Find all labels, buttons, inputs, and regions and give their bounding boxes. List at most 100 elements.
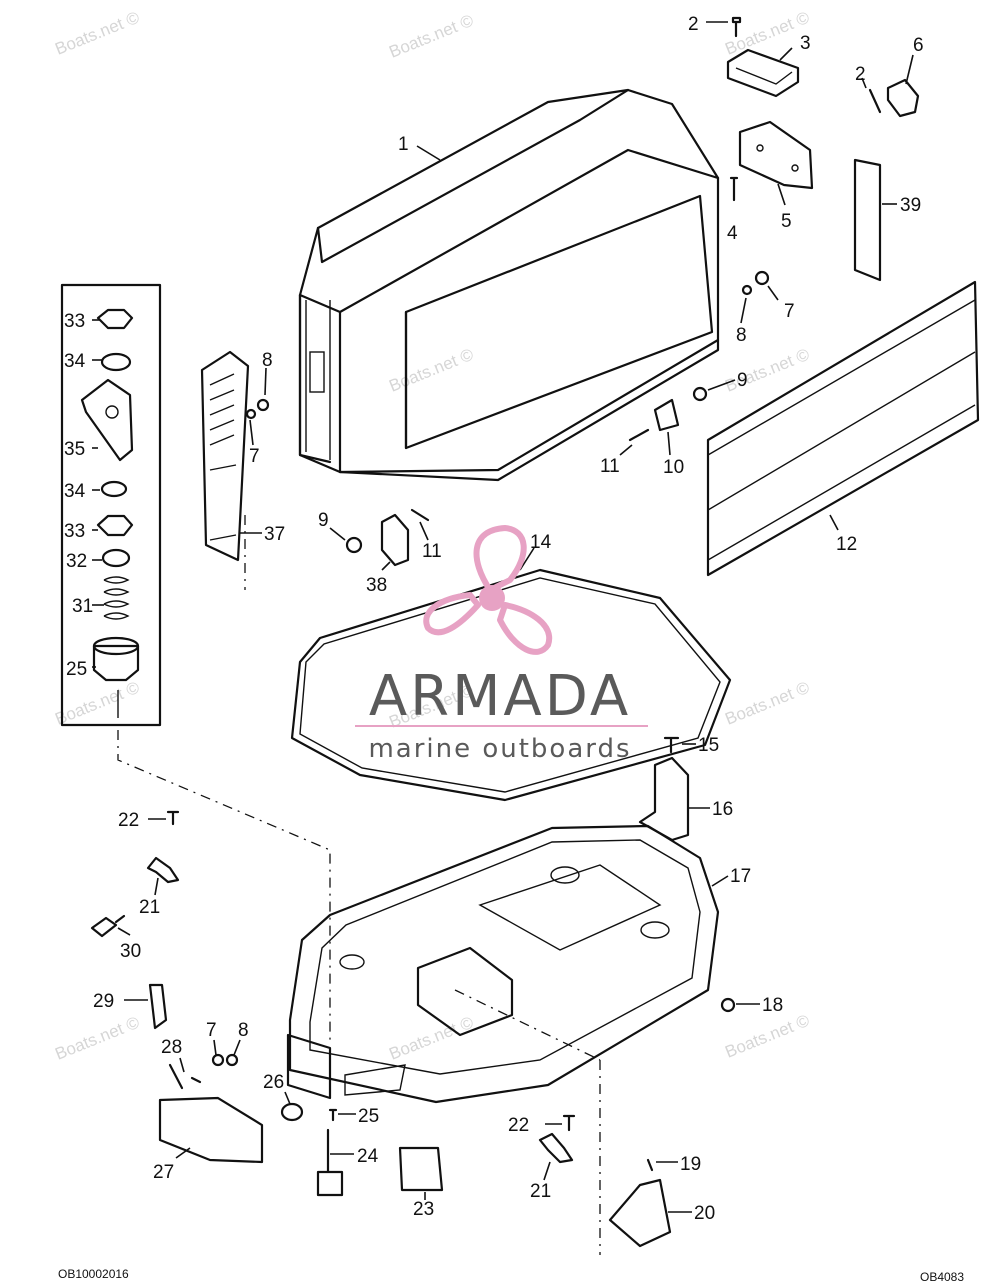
bracket [738,120,814,190]
callout-label: 5 [781,211,792,232]
decal-strip [853,158,882,282]
callout-label: 8 [262,350,273,371]
armada-logo: ARMADA marine outboards [355,525,648,764]
callout-label: 9 [737,370,748,391]
screw-icon [410,508,430,522]
callout-label: 32 [66,551,87,572]
watermark-text: Boats.net © [722,345,812,396]
washer-icon [245,398,270,420]
callout-label: 22 [118,810,139,831]
screw-icon [663,736,680,754]
callout-label: 6 [913,35,924,56]
screw-icon [646,1158,654,1172]
latch-clip [380,513,410,567]
callout-label: 35 [64,439,85,460]
support-bracket [608,1178,672,1248]
callout-label: 20 [694,1203,715,1224]
screw-icon [868,88,882,114]
screw-icon [729,176,739,202]
alignment-lines [117,515,601,1255]
cable-clamp [146,856,180,884]
screw-icon [168,1063,202,1090]
callout-label: 22 [508,1115,529,1136]
callout-label: 23 [413,1199,434,1220]
callout-label: 18 [762,995,783,1016]
callout-label: 11 [422,541,442,562]
lower-pan [286,824,720,1104]
screw-icon [628,428,650,442]
washer-icon [741,270,770,296]
callout-label: 7 [784,301,795,322]
callout-label: 8 [238,1020,249,1041]
callout-label: 33 [64,521,85,542]
nut-icon [345,536,363,554]
callout-label: 29 [93,991,114,1012]
callout-label: 3 [800,33,811,54]
callout-label: 25 [358,1106,379,1127]
callout-label: 30 [120,941,141,962]
callout-label: 16 [712,799,733,820]
nut-icon [720,997,736,1013]
callout-label: 21 [530,1181,551,1202]
screw-icon [166,810,180,826]
callout-label: 14 [530,532,552,553]
brand-name: ARMADA [369,664,631,729]
watermark-text: Boats.net © [386,11,476,62]
mount-bracket [638,756,690,842]
callout-label: 2 [688,14,699,35]
callout-label: 12 [836,534,857,555]
watermark-text: Boats.net © [722,1011,812,1062]
latch-plate [726,48,800,98]
clip-bracket [653,398,680,432]
screw-icon [328,1108,338,1122]
callout-label: 7 [206,1020,217,1041]
callouts: 1 2 2 3 4 5 6 7 7 7 8 8 8 9 9 10 11 11 1… [64,14,924,1224]
screw-icon [731,16,742,38]
watermark-text: Boats.net © [722,678,812,729]
watermark-text: Boats.net © [52,1013,142,1064]
watermark-text: Boats.net © [52,8,142,59]
callout-label: 21 [139,897,160,918]
callout-label: 39 [900,195,921,216]
callout-label: 34 [64,351,86,372]
side-panel [706,280,980,577]
callout-label: 31 [72,596,93,617]
callout-label: 38 [366,575,387,596]
cable-clamp [538,1132,574,1164]
code-left: OB10002016 [58,1267,129,1281]
inset-box [60,283,162,727]
callout-label: 7 [249,446,260,467]
screw-icon [562,1114,576,1132]
callout-label: 34 [64,481,86,502]
callout-label: 4 [727,223,738,244]
callout-label: 1 [398,134,409,155]
watermark-text: Boats.net © [386,1013,476,1064]
cable-tie [148,983,168,1030]
grommet-icon [280,1102,304,1122]
brand-tagline: marine outboards [368,734,631,764]
callout-label: 17 [730,866,751,887]
callout-label: 26 [263,1072,284,1093]
nut-icon [692,386,708,402]
callout-label: 28 [161,1037,182,1058]
callout-label: 2 [855,64,866,85]
callout-label: 19 [680,1154,701,1175]
callout-label: 24 [357,1146,379,1167]
callout-label: 15 [698,735,719,756]
propeller-icon [423,525,553,655]
air-grille [200,350,250,562]
callout-label: 11 [600,456,620,477]
callout-label: 9 [318,510,329,531]
callout-label: 37 [264,524,285,545]
code-right: OB4083 [920,1270,964,1283]
callout-label: 8 [736,325,747,346]
washer-icon [211,1053,239,1067]
stud-icon [316,1128,344,1197]
callout-label: 27 [153,1162,174,1183]
callout-label: 10 [663,457,684,478]
motor-cover [298,88,720,482]
small-plate [886,78,920,118]
fitting-icon [90,914,126,938]
callout-label: 33 [64,311,85,332]
